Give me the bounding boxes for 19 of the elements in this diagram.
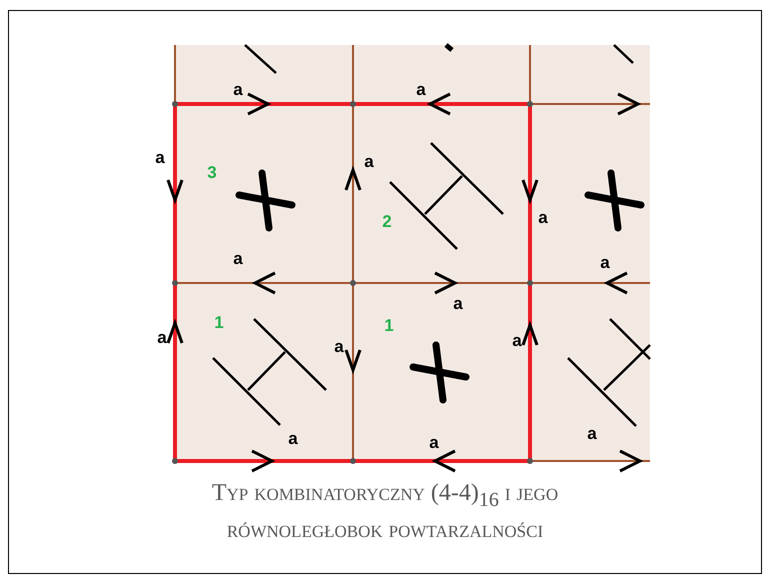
tile-number: 3 xyxy=(207,164,217,182)
letter-label: a xyxy=(233,81,243,99)
letter-label: a xyxy=(600,254,610,272)
tile-number: 1 xyxy=(384,317,394,335)
letter-label: a xyxy=(587,425,597,443)
letter-label: a xyxy=(429,434,439,452)
letter-label: a xyxy=(416,81,426,99)
letter-label: a xyxy=(512,332,522,350)
tile-number: 2 xyxy=(382,213,392,231)
letter-label: a xyxy=(233,250,243,268)
letter-label: a xyxy=(453,295,463,313)
caption: Typ kombinatoryczny (4-4)$_{16}$ i jego równoległobok powtarzalności xyxy=(210,479,560,545)
letter-label: a xyxy=(538,209,548,227)
letter-label: a xyxy=(334,338,344,356)
letter-label: a xyxy=(364,153,374,171)
letter-label: a xyxy=(155,149,165,167)
letter-label: a xyxy=(288,430,298,448)
letter-label: a xyxy=(157,329,167,347)
tile-number: 1 xyxy=(214,314,224,332)
